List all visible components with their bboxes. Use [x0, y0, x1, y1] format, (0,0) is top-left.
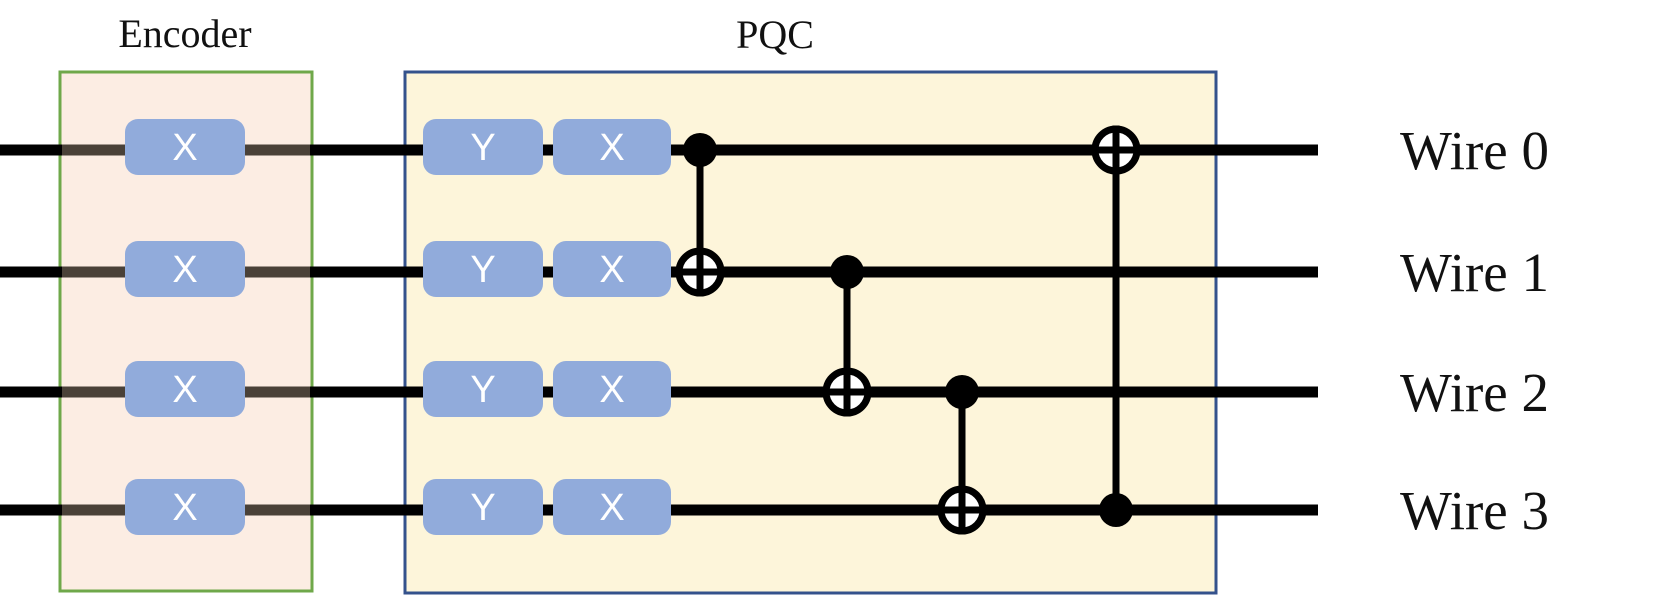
gate-rect: [125, 361, 245, 417]
encoder-x-gate-wire-2: X: [125, 361, 245, 417]
wire-3-label: Wire 3: [1400, 480, 1549, 541]
cnot-control-dot: [683, 133, 717, 167]
encoder-title: Encoder: [118, 11, 251, 56]
pqc-y-gate-wire-1: Y: [423, 241, 543, 297]
gate-rect: [553, 241, 671, 297]
cnot-control-dot: [830, 255, 864, 289]
wire-1-label: Wire 1: [1400, 242, 1549, 303]
pqc-y-gate-wire-0: Y: [423, 119, 543, 175]
encoder-x-gate-wire-3: X: [125, 479, 245, 535]
gate-rect: [553, 361, 671, 417]
gate-label: Y: [470, 249, 495, 291]
pqc-x-gate-wire-2: X: [553, 361, 671, 417]
pqc-x-gate-wire-1: X: [553, 241, 671, 297]
gate-rect: [553, 119, 671, 175]
pqc-x-gate-wire-3: X: [553, 479, 671, 535]
gate-label: X: [599, 369, 624, 411]
gate-rect: [125, 241, 245, 297]
cnot-control-1-target-2: [822, 255, 872, 417]
cnot-control-2-target-3: [937, 375, 987, 535]
cnot-control-dot: [1099, 493, 1133, 527]
pqc-y-gate-wire-2: Y: [423, 361, 543, 417]
gate-rect: [125, 119, 245, 175]
pqc-title: PQC: [736, 12, 814, 57]
cnot-control-0-target-1: [675, 133, 725, 297]
gate-label: X: [172, 487, 197, 529]
gate-label: Y: [470, 369, 495, 411]
gate-rect: [423, 241, 543, 297]
cnot-target-icon: [675, 247, 725, 297]
pqc-y-gate-wire-3: Y: [423, 479, 543, 535]
cnot-target-icon: [822, 367, 872, 417]
cnot-target-icon: [937, 485, 987, 535]
gate-rect: [553, 479, 671, 535]
gate-label: X: [172, 249, 197, 291]
encoder-x-gate-wire-1: X: [125, 241, 245, 297]
pqc-x-gate-wire-0: X: [553, 119, 671, 175]
gate-label: Y: [470, 127, 495, 169]
cnot-target-icon: [1091, 125, 1141, 175]
wire-0-label: Wire 0: [1400, 120, 1549, 181]
gate-rect: [423, 479, 543, 535]
gate-rect: [423, 361, 543, 417]
wire-2-label: Wire 2: [1400, 362, 1549, 423]
cnot-control-dot: [945, 375, 979, 409]
gate-label: X: [172, 369, 197, 411]
gate-label: X: [599, 249, 624, 291]
encoder-x-gate-wire-0: X: [125, 119, 245, 175]
gate-label: Y: [470, 487, 495, 529]
gate-label: X: [172, 127, 197, 169]
cnot-control-3-target-0: [1091, 125, 1141, 527]
gate-rect: [125, 479, 245, 535]
gate-rect: [423, 119, 543, 175]
gate-label: X: [599, 487, 624, 529]
gate-label: X: [599, 127, 624, 169]
